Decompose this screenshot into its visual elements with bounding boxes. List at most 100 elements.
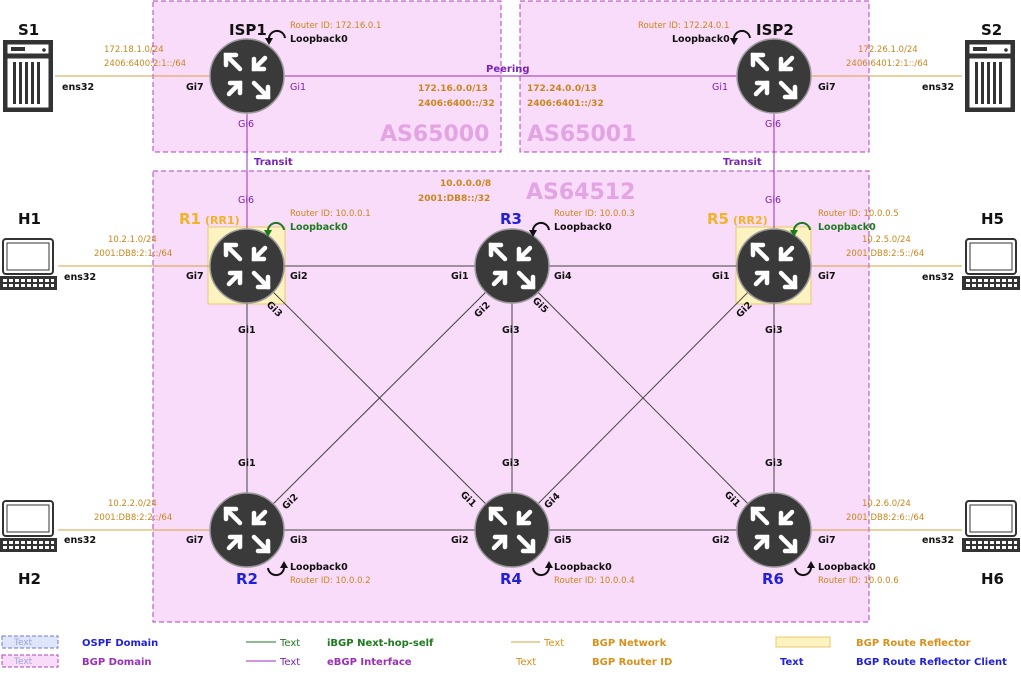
s1-name: S1 (18, 21, 39, 39)
legend-bgp-sample: Text (13, 657, 33, 667)
legend-rr-label: BGP Route Reflector (856, 638, 971, 649)
legend: Text OSPF Domain Text BGP Domain Text iB… (1, 635, 1007, 668)
r3-loopback: Loopback0 (554, 222, 612, 233)
r5-gi7: Gi7 (818, 271, 836, 282)
legend-rrclient-label: BGP Route Reflector Client (856, 657, 1007, 668)
router-r3-icon[interactable] (475, 229, 549, 303)
r3-name: R3 (500, 210, 522, 228)
r1-gi2: Gi2 (290, 271, 308, 282)
as65001-label: AS65001 (527, 122, 636, 147)
legend-ebgp-sample: Text (279, 657, 300, 668)
r4-gi5: Gi5 (554, 535, 572, 546)
legend-ospf-label: OSPF Domain (82, 638, 158, 649)
s2-name: S2 (981, 21, 1002, 39)
r4-gi2: Gi2 (451, 535, 469, 546)
legend-ospf-swatch (1, 635, 59, 649)
r6-gi7: Gi7 (818, 535, 836, 546)
isp1-loopback: Loopback0 (290, 34, 348, 45)
s2-v4: 172.26.1.0/24 (858, 45, 918, 55)
legend-routerid-label: BGP Router ID (592, 657, 672, 668)
s2-v6: 2406:6401:2:1::/64 (846, 59, 928, 69)
isp1-gi1: Gi1 (290, 82, 306, 93)
isp1-router-id: Router ID: 172.16.0.1 (290, 21, 381, 31)
isp2-v4-prefix: 172.24.0.0/13 (527, 84, 597, 94)
h1-iface: ens32 (64, 272, 96, 283)
laptop-h1-icon[interactable] (0, 238, 58, 291)
laptop-h6-icon[interactable] (961, 500, 1021, 553)
h6-v4: 10.2.6.0/24 (862, 499, 911, 509)
legend-rr-swatch (775, 636, 831, 648)
r4-router-id: Router ID: 10.0.0.4 (554, 576, 635, 586)
r2-name: R2 (236, 570, 258, 588)
h5-v4: 10.2.5.0/24 (862, 235, 911, 245)
router-r1-icon[interactable] (210, 229, 284, 303)
r5-router-id: Router ID: 10.0.0.5 (818, 209, 899, 219)
router-r5-icon[interactable] (737, 229, 811, 303)
isp1-name: ISP1 (229, 21, 267, 39)
legend-ibgp-sample: Text (279, 638, 300, 649)
peering-label: Peering (486, 64, 530, 75)
legend-routerid-sample: Text (515, 657, 536, 668)
router-r4-icon[interactable] (475, 493, 549, 567)
legend-ospf-sample: Text (13, 638, 33, 648)
legend-rrclient-sample: Text (780, 657, 804, 668)
r1-gi7: Gi7 (186, 271, 204, 282)
r4-gi3: Gi3 (502, 458, 520, 469)
r5-tag: (RR2) (733, 214, 768, 227)
h2-v6: 2001:DB8:2:2::/64 (94, 513, 172, 523)
isp2-gi6: Gi6 (765, 119, 781, 130)
h5-v6: 2001:DB8:2:5::/64 (846, 249, 924, 259)
r6-loopback: Loopback0 (818, 562, 876, 573)
h6-v6: 2001:DB8:2:6::/64 (846, 513, 924, 523)
server-s1-icon[interactable] (2, 39, 54, 113)
router-isp2-icon[interactable] (737, 39, 811, 113)
r2-gi1: Gi1 (238, 458, 256, 469)
legend-network-sample: Text (543, 638, 564, 649)
r3-gi1: Gi1 (451, 271, 469, 282)
isp1-v6-prefix: 2406:6400::/32 (418, 99, 495, 109)
link-r3-r2 (246, 265, 513, 531)
r2-loopback: Loopback0 (290, 562, 348, 573)
h6-name: H6 (981, 570, 1004, 588)
transit-left-label: Transit (254, 157, 293, 168)
h1-name: H1 (18, 210, 41, 228)
r6-router-id: Router ID: 10.0.0.6 (818, 576, 899, 586)
server-s2-icon[interactable] (964, 39, 1016, 113)
r2-gi7: Gi7 (186, 535, 204, 546)
router-isp1-icon[interactable] (210, 39, 284, 113)
isp2-router-id: Router ID: 172.24.0.1 (638, 21, 729, 31)
r6-gi3: Gi3 (765, 458, 783, 469)
r5-gi1: Gi1 (712, 271, 730, 282)
r5-gi6: Gi6 (765, 195, 781, 206)
r6-gi2: Gi2 (712, 535, 730, 546)
r2-gi3: Gi3 (290, 535, 308, 546)
r1-router-id: Router ID: 10.0.0.1 (290, 209, 371, 219)
router-r2-icon[interactable] (210, 493, 284, 567)
r1-tag: (RR1) (205, 214, 240, 227)
r6-name: R6 (762, 570, 784, 588)
r1-gi6: Gi6 (238, 195, 254, 206)
isp2-gi7: Gi7 (818, 82, 836, 93)
s2-iface: ens32 (922, 82, 954, 93)
legend-bgp-swatch (1, 654, 59, 668)
s1-v6: 2406:6400:2:1::/64 (104, 59, 186, 69)
r2-router-id: Router ID: 10.0.0.2 (290, 576, 371, 586)
h1-v6: 2001:DB8:2:1::/64 (94, 249, 172, 259)
s1-v4: 172.18.1.0/24 (104, 45, 164, 55)
r3-gi4: Gi4 (554, 271, 572, 282)
isp2-loopback: Loopback0 (672, 34, 730, 45)
r1-gi1: Gi1 (238, 325, 256, 336)
router-r6-icon[interactable] (737, 493, 811, 567)
as64512-label: AS64512 (526, 180, 635, 205)
isp2-name: ISP2 (756, 21, 794, 39)
h2-v4: 10.2.2.0/24 (108, 499, 157, 509)
h2-iface: ens32 (64, 535, 96, 546)
laptop-h5-icon[interactable] (961, 238, 1021, 291)
legend-ebgp-label: eBGP Interface (327, 657, 412, 668)
r5-name: R5 (707, 210, 729, 228)
laptop-h2-icon[interactable] (0, 500, 58, 553)
r5-loopback: Loopback0 (818, 222, 876, 233)
h5-iface: ens32 (922, 272, 954, 283)
h6-iface: ens32 (922, 535, 954, 546)
